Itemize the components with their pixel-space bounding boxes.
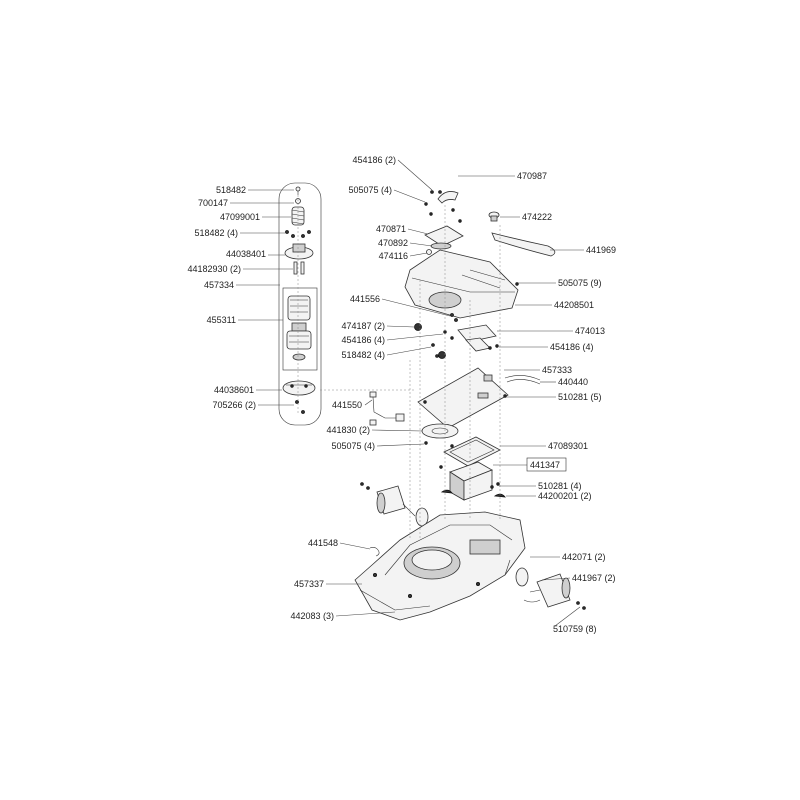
label-441556: 441556 — [350, 294, 380, 304]
upper-assembly-group — [320, 190, 586, 621]
drive-motor-left — [360, 482, 429, 527]
label-441347: 441347 — [530, 460, 560, 470]
label-510281-5: 510281 (5) — [558, 392, 602, 402]
label-505075-9: 505075 (9) — [558, 278, 602, 288]
cable-440440 — [504, 375, 541, 385]
label-442071: 442071 (2) — [562, 552, 606, 562]
frame-47089301 — [443, 436, 501, 467]
cable-441969 — [491, 232, 556, 257]
label-47089301: 47089301 — [548, 441, 588, 451]
screws-518482-4 — [285, 230, 311, 238]
motor-assembly-group — [278, 182, 322, 426]
cover-44208501 — [404, 249, 519, 319]
screws-518482-4-right — [431, 343, 439, 358]
harness-441550 — [369, 391, 405, 426]
label-457337: 457337 — [294, 579, 324, 589]
label-44038401: 44038401 — [226, 249, 266, 259]
part-470892 — [430, 242, 452, 250]
label-44200201: 44200201 (2) — [538, 491, 592, 501]
motor-455311 — [286, 295, 312, 361]
board-457333 — [417, 367, 509, 429]
screw-505075-9 — [515, 282, 519, 286]
screws-454186-2-top — [430, 190, 442, 194]
label-44182930: 44182930 (2) — [187, 264, 241, 274]
label-470871: 470871 — [376, 224, 406, 234]
label-44208501: 44208501 — [554, 300, 594, 310]
label-510281-4: 510281 (4) — [538, 481, 582, 491]
spring-441548 — [369, 547, 380, 557]
part-441556 — [450, 313, 458, 322]
label-457333: 457333 — [542, 365, 572, 375]
screws-505075-4-top — [424, 202, 462, 223]
label-441830: 441830 (2) — [326, 425, 370, 435]
label-441969: 441969 — [586, 245, 616, 255]
label-510759: 510759 (8) — [553, 624, 597, 634]
label-505075-4a: 505075 (4) — [348, 185, 392, 195]
label-441548: 441548 — [308, 538, 338, 548]
top-cap-44038401 — [284, 243, 314, 260]
plate-470871 — [424, 225, 464, 247]
parts-474187 — [414, 323, 446, 359]
label-518482-4b: 518482 (4) — [341, 350, 385, 360]
label-454186-4a: 454186 (4) — [341, 335, 385, 345]
motor-subassembly-box — [282, 287, 318, 371]
box-441347 — [449, 461, 493, 501]
label-474116: 474116 — [379, 251, 408, 261]
bottom-cap-44038601 — [282, 380, 316, 396]
screws-705266 — [295, 400, 305, 414]
label-518482-4a: 518482 (4) — [194, 228, 238, 238]
label-505075-4b: 505075 (4) — [331, 441, 375, 451]
leader-lines-left — [230, 189, 294, 406]
assembly-guides — [320, 205, 501, 540]
label-454186-2: 454186 (2) — [352, 155, 396, 165]
screws-505075-4-mid — [424, 441, 454, 448]
label-441967: 441967 (2) — [572, 573, 616, 583]
bracket-474013 — [457, 324, 497, 352]
clips-44200201 — [440, 489, 506, 498]
motor-assembly-outline — [278, 182, 322, 426]
screws-454186-4 — [443, 330, 499, 350]
part-474116 — [426, 249, 432, 255]
label-518482-top: 518482 — [216, 185, 246, 195]
label-442083: 442083 (3) — [290, 611, 334, 621]
knob-474222 — [488, 211, 500, 222]
screw-518482-top — [295, 186, 301, 195]
part-number-labels: 518482 700147 47099001 518482 (4) 440384… — [187, 155, 616, 634]
label-474187: 474187 (2) — [341, 321, 385, 331]
label-474222: 474222 — [522, 212, 552, 222]
label-705266: 705266 (2) — [212, 400, 256, 410]
label-474013: 474013 — [575, 326, 605, 336]
gasket-441830 — [421, 423, 459, 439]
label-470892: 470892 — [378, 238, 408, 248]
leader-lines-right — [326, 159, 584, 627]
label-470987: 470987 — [517, 171, 547, 181]
pins-44182930 — [293, 261, 305, 275]
label-440440: 440440 — [558, 377, 588, 387]
label-441347-box — [526, 457, 567, 472]
clips-510281-4 — [439, 465, 500, 489]
drive-motor-right — [515, 567, 586, 610]
chassis-457337 — [354, 511, 526, 621]
label-457334: 457334 — [204, 280, 234, 290]
label-47099001: 47099001 — [220, 212, 260, 222]
label-700147: 700147 — [198, 198, 228, 208]
label-44038601: 44038601 — [214, 385, 254, 395]
label-441550: 441550 — [332, 400, 362, 410]
label-455311: 455311 — [207, 315, 236, 325]
clip-470987 — [437, 191, 459, 204]
label-454186-4b: 454186 (4) — [550, 342, 594, 352]
